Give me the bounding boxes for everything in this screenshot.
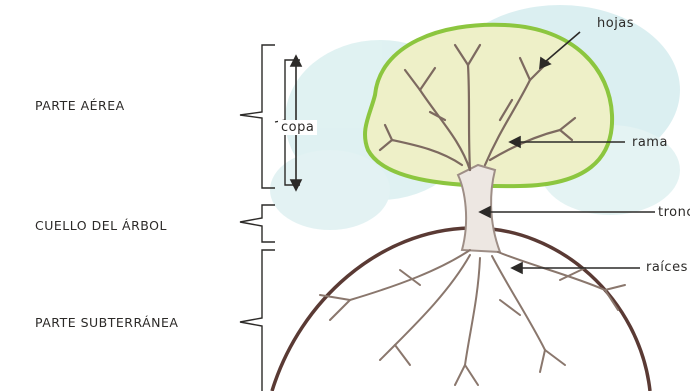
aerial-bracket (240, 45, 275, 188)
label-aerial-part: PARTE AÉREA (35, 98, 125, 113)
label-trunk: tronco (658, 205, 690, 220)
underground-bracket (240, 250, 275, 391)
label-tree-neck: CUELLO DEL ÁRBOL (35, 218, 167, 233)
neck-bracket (240, 205, 275, 242)
tree-trunk (458, 165, 500, 252)
tree-roots (320, 250, 625, 385)
crown-outline (365, 25, 612, 186)
ground-arc (272, 228, 650, 391)
label-leaves: hojas (597, 16, 634, 31)
label-branch: rama (632, 135, 668, 150)
label-crown: copa (278, 120, 317, 135)
label-roots: raíces (646, 260, 688, 275)
label-underground-part: PARTE SUBTERRÁNEA (35, 315, 178, 330)
